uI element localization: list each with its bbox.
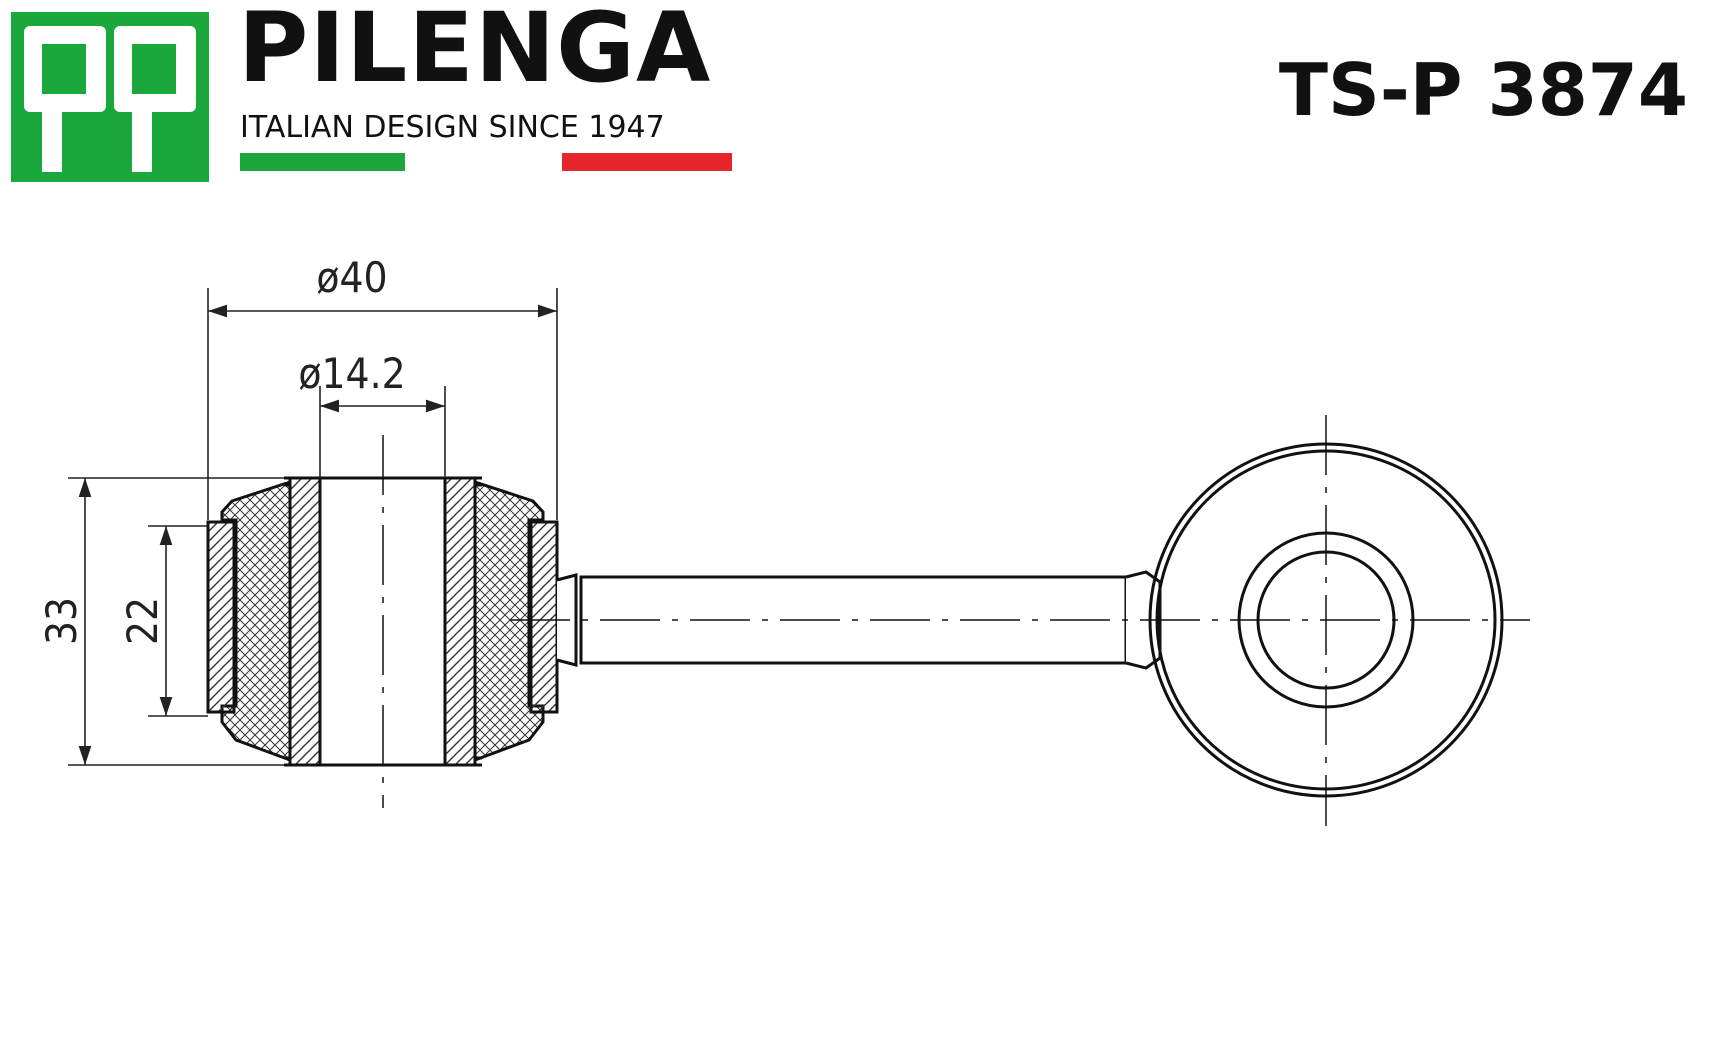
rubber-left bbox=[220, 479, 292, 763]
dimension-inner-height: 22 bbox=[118, 597, 167, 645]
washer-left bbox=[206, 520, 236, 714]
rubber-right bbox=[473, 479, 545, 763]
flag-stripe-green bbox=[240, 153, 405, 171]
part-number: TS-P 3874 bbox=[1278, 48, 1688, 132]
sleeve-wall-left bbox=[288, 476, 322, 767]
dimension-lines bbox=[68, 288, 558, 766]
pp-monogram-icon bbox=[24, 26, 196, 172]
brand-name: PILENGA bbox=[238, 0, 712, 104]
dimension-bore-diameter: ø14.2 bbox=[298, 349, 405, 398]
dimension-height: 33 bbox=[37, 597, 86, 645]
brand-tagline: ITALIAN DESIGN SINCE 1947 bbox=[240, 110, 665, 145]
bushing-assembly bbox=[206, 476, 578, 767]
flag-stripe-red bbox=[562, 153, 732, 171]
pilenga-logo-mark bbox=[11, 12, 209, 182]
dimension-outer-diameter: ø40 bbox=[316, 253, 387, 302]
sleeve-wall-right bbox=[443, 476, 477, 767]
washer-right bbox=[529, 520, 559, 714]
center-lines bbox=[382, 415, 1530, 826]
